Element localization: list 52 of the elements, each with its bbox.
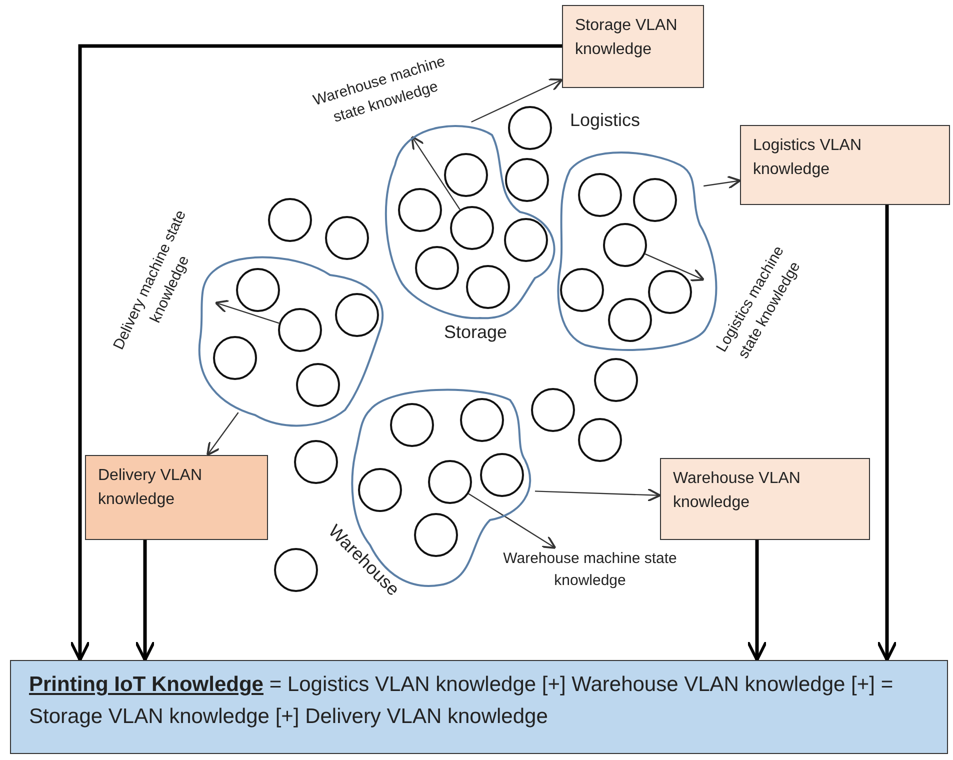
circle-node (335, 293, 379, 337)
circle-node (358, 468, 402, 512)
circle-node (444, 153, 488, 197)
circle-node (648, 270, 692, 314)
circle-node (450, 206, 494, 250)
circle-node (414, 513, 458, 557)
circle-node (508, 106, 552, 150)
circle-node (294, 440, 338, 484)
circle-node (268, 198, 312, 242)
knowledge-box: Logistics VLAN knowledge (740, 125, 950, 205)
arrow (746, 540, 768, 662)
circle-node (608, 298, 652, 342)
circle-node (390, 403, 434, 447)
circle-node (578, 173, 622, 217)
arrow (70, 44, 562, 662)
arrow (411, 136, 460, 210)
arrow (206, 412, 239, 456)
circle-node (325, 216, 369, 260)
circle-node (633, 178, 677, 222)
circle-node (428, 460, 472, 504)
circle-node (560, 268, 604, 312)
knowledge-box: Storage VLAN knowledge (562, 5, 704, 88)
arrow (468, 493, 556, 549)
circle-node (603, 223, 647, 267)
circle-node (236, 268, 280, 312)
cluster-label: Logistics (570, 110, 640, 131)
circle-node (415, 246, 459, 290)
formula-box: Printing IoT Knowledge = Logistics VLAN knowledge [+] Warehouse VLAN knowledge [+] = Storage VLAN knowledge [+] Delivery VLAN knowledge (10, 660, 948, 754)
arrow (214, 300, 280, 324)
circle-node (480, 453, 524, 497)
arrow (644, 253, 705, 282)
circle-node (274, 548, 318, 592)
arrow (471, 78, 563, 123)
knowledge-box: Warehouse VLAN knowledge (660, 458, 870, 540)
knowledge-box: Delivery VLAN knowledge (85, 455, 268, 540)
arrow (134, 540, 156, 662)
annotation-text: Warehouse machine state knowledge (485, 548, 695, 592)
circle-node (466, 265, 510, 309)
circle-node (578, 418, 622, 462)
circle-node (398, 188, 442, 232)
circle-node (505, 158, 549, 202)
cluster-label: Storage (444, 322, 508, 343)
circle-node (531, 388, 575, 432)
arrow (704, 175, 741, 190)
arrow (876, 205, 898, 662)
circle-node (213, 336, 257, 380)
circle-node (296, 363, 340, 407)
circle-node (504, 218, 548, 262)
circle-node (594, 358, 638, 402)
arrow (534, 488, 661, 502)
circle-node (460, 398, 504, 442)
circle-node (278, 308, 322, 352)
